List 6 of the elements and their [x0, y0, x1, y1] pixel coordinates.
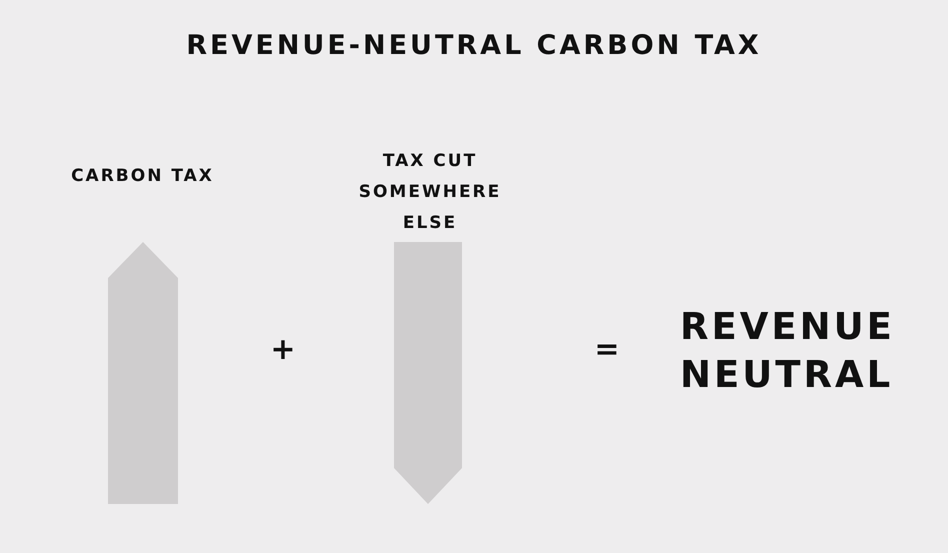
bar-label: TAX CUT SOMEWHERE ELSE [358, 150, 502, 235]
equals-sign: = [593, 332, 623, 367]
title: REVENUE-NEUTRAL CARBON TAX [185, 30, 763, 61]
bar-label: CARBON TAX [70, 165, 215, 188]
result-text: REVENUE NEUTRAL [680, 304, 896, 398]
plus-sign: + [269, 332, 299, 367]
